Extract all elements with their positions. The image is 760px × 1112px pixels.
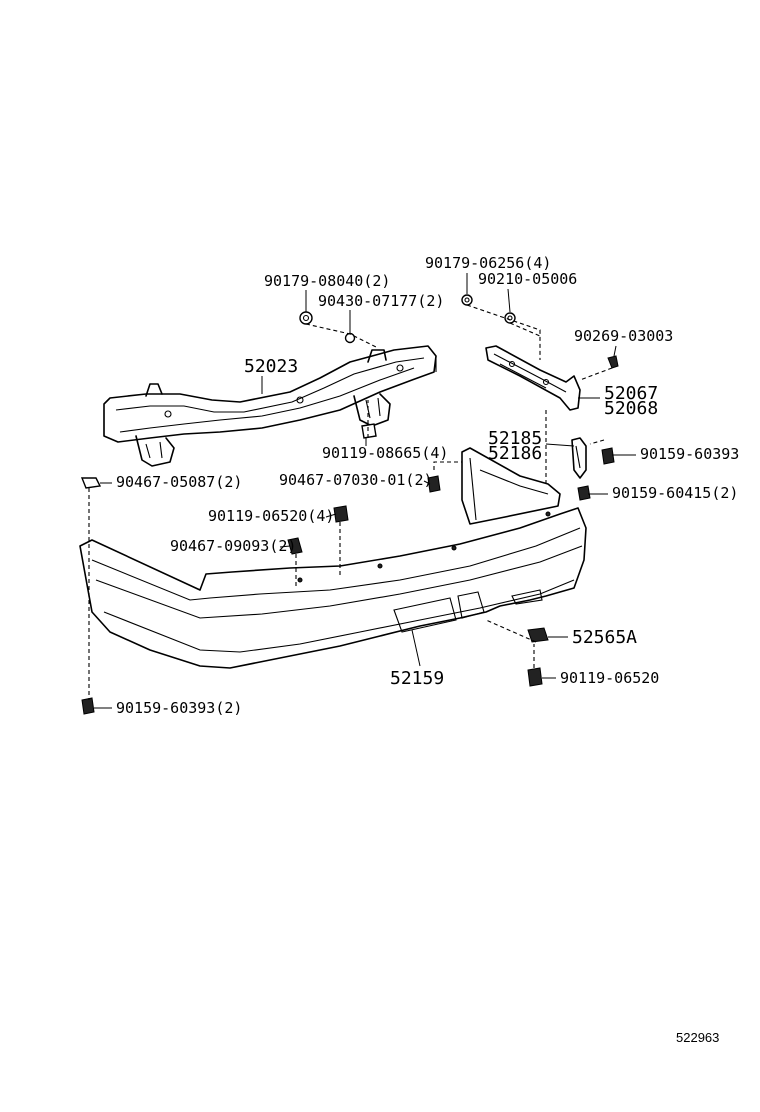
label-90269-03003: 90269-03003	[574, 327, 673, 345]
label-90119-08665: 90119-08665(4)	[322, 444, 448, 462]
label-52023: 52023	[244, 356, 298, 377]
label-52185: 52185	[488, 428, 542, 449]
label-52186: 52186	[488, 443, 542, 464]
bumper-retainer-bracket-part	[485, 345, 581, 411]
label-52565A: 52565A	[572, 627, 637, 648]
label-90467-09093: 90467-09093(2)	[170, 537, 296, 555]
fastener-set	[80, 294, 619, 715]
label-52067: 52067	[604, 383, 658, 404]
label-90159-60393: 90159-60393	[640, 445, 739, 463]
label-90467-07030-01: 90467-07030-01(2)	[279, 471, 433, 489]
label-90179-08040: 90179-08040(2)	[264, 272, 390, 290]
label-90159-60415: 90159-60415(2)	[612, 484, 738, 502]
label-52159: 52159	[390, 668, 444, 689]
label-90210-05006: 90210-05006	[478, 270, 577, 288]
label-90467-05087: 90467-05087(2)	[116, 473, 242, 491]
label-90159-60393-2: 90159-60393(2)	[116, 699, 242, 717]
assembly-lines	[88, 304, 613, 700]
bumper-side-support-part	[571, 437, 587, 479]
label-52068: 52068	[604, 398, 658, 419]
label-90119-06520: 90119-06520	[560, 669, 659, 687]
diagram-id: 522963	[676, 1030, 719, 1045]
label-90179-06256: 90179-06256(4)	[425, 254, 551, 272]
label-90119-06520-4: 90119-06520(4)	[208, 507, 334, 525]
bumper-cover-part	[79, 447, 587, 669]
bumper-reinforcement-part	[103, 345, 437, 467]
label-90430-07177: 90430-07177(2)	[318, 292, 444, 310]
leader-lines	[94, 273, 636, 709]
